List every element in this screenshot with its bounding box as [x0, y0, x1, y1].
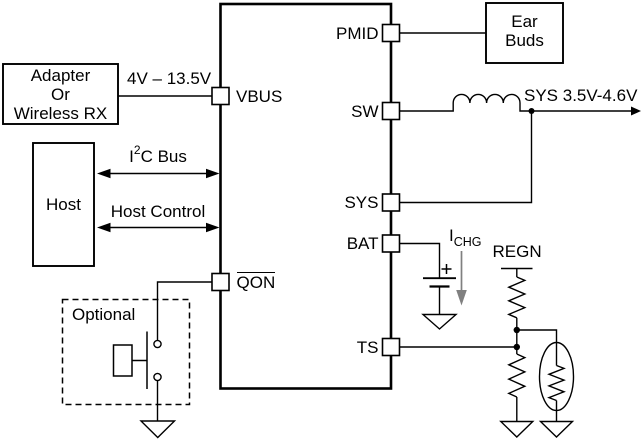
wire-qon-button	[156, 281, 212, 341]
gnd-symbol-battery	[421, 313, 458, 330]
gnd-symbol-thermistor	[538, 420, 575, 438]
push-button-switch	[112, 331, 162, 389]
charger-ic-box	[219, 2, 393, 390]
sys-output-label: SYS 3.5V-4.6V	[524, 85, 638, 105]
switch-contact-top	[153, 339, 162, 349]
inductor-sw-sys	[399, 93, 632, 112]
adapter-box	[2, 63, 119, 125]
i2c-superscript: 2	[133, 143, 141, 158]
gnd-symbol-button	[139, 420, 177, 439]
host-control-label: Host Control	[110, 202, 206, 221]
adapter-label-line2: Or	[51, 84, 70, 104]
adapter-label-line1: Adapter	[30, 65, 91, 85]
host-box	[32, 142, 95, 267]
gnd-symbol-divider	[499, 420, 535, 438]
pin-square-qon	[211, 272, 230, 292]
resistor-regn-ts	[507, 276, 527, 319]
pin-label-ts: TS	[356, 337, 379, 357]
pin-square-vbus	[211, 86, 230, 106]
adapter-label: Adapter Or Wireless RX	[4, 65, 117, 123]
junction-dot-divider-ts	[513, 343, 520, 351]
pin-label-sys: SYS	[344, 193, 379, 212]
optional-dashed-box	[61, 298, 191, 406]
earbuds-label-line2: Buds	[505, 30, 544, 50]
pin-label-sw: SW	[351, 101, 379, 121]
wire-node-thermistor	[516, 329, 558, 366]
ichg-label: ICHG	[449, 225, 482, 249]
earbuds-label-line1: Ear	[511, 11, 538, 31]
junction-dot-divider-top	[513, 326, 520, 334]
i2c-bus-label: I2C Bus	[129, 143, 187, 166]
pin-square-ts	[381, 337, 401, 357]
pin-square-sys	[381, 193, 401, 212]
earbuds-label: Ear Buds	[486, 3, 563, 63]
resistor-ts-gnd	[507, 353, 527, 398]
pin-label-bat: BAT	[346, 234, 379, 253]
optional-label: Optional	[72, 305, 136, 324]
pin-label-qon: QON	[236, 271, 276, 292]
regn-label: REGN	[492, 242, 542, 261]
pin-square-sw	[381, 101, 401, 121]
host-control-arrow	[97, 222, 220, 233]
vbus-range-label: 4V – 13.5V	[127, 69, 212, 88]
switch-contact-bottom	[153, 372, 162, 382]
sys-output-arrowhead	[631, 106, 641, 116]
battery-symbol	[423, 264, 456, 288]
i2c-bus-arrow	[97, 168, 220, 179]
pin-label-vbus: VBUS	[236, 86, 283, 106]
host-label: Host	[46, 195, 81, 214]
ichg-subscript: CHG	[453, 234, 482, 249]
adapter-label-line3: Wireless RX	[13, 103, 108, 123]
pin-square-pmid	[381, 23, 401, 43]
battery-plus-sign	[441, 264, 452, 274]
earbuds-box	[485, 2, 564, 64]
thermistor-resistor	[547, 364, 566, 402]
pin-square-bat	[381, 234, 401, 253]
wire-bat-battery	[400, 242, 441, 278]
wire-sys-feedback	[400, 111, 533, 204]
button-cap	[112, 344, 133, 377]
ichg-current-arrow	[456, 251, 467, 306]
pin-label-pmid: PMID	[336, 23, 379, 43]
